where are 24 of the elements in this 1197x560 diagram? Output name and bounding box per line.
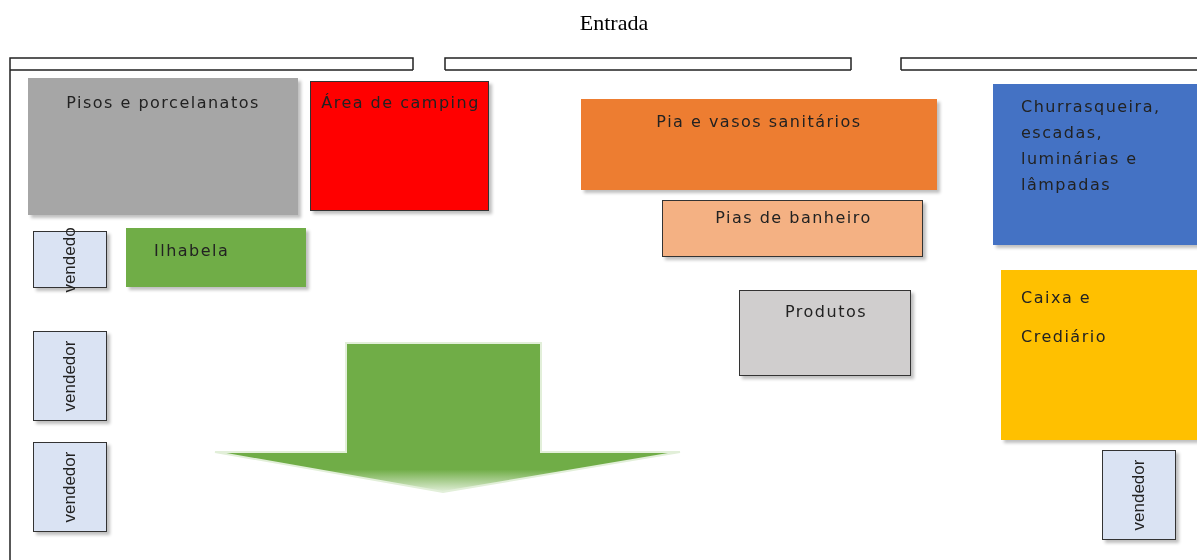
department-area [739, 290, 911, 376]
post-label: vendedor [59, 340, 80, 412]
salesperson-post [1102, 450, 1176, 540]
department-area [662, 200, 923, 257]
area-label: Pisos e porcelanatos [65, 92, 261, 114]
title: Entrada [578, 10, 650, 36]
department-area [310, 81, 489, 211]
department-area [581, 99, 937, 190]
department-area [993, 84, 1197, 245]
area-label: Pias de banheiro [714, 207, 873, 229]
area-label: Área de camping [320, 92, 481, 114]
salesperson-post [33, 331, 107, 421]
area-label: Churrasqueira, escadas, luminárias e lâmpadas [1021, 96, 1162, 196]
area-label: Pia e vasos sanitários [655, 111, 863, 133]
post-label: vendedor [1128, 459, 1149, 531]
department-area [28, 78, 298, 215]
checkout-counter [1001, 270, 1197, 440]
post-label: vendedor [59, 451, 80, 523]
salesperson-post [33, 442, 107, 532]
area-label: Ilhabela [154, 240, 231, 262]
area-label: Caixa e Crediário [1021, 287, 1107, 348]
area-label: Produtos [783, 301, 869, 323]
department-area [126, 228, 306, 287]
post-label: vendedo [59, 226, 80, 293]
